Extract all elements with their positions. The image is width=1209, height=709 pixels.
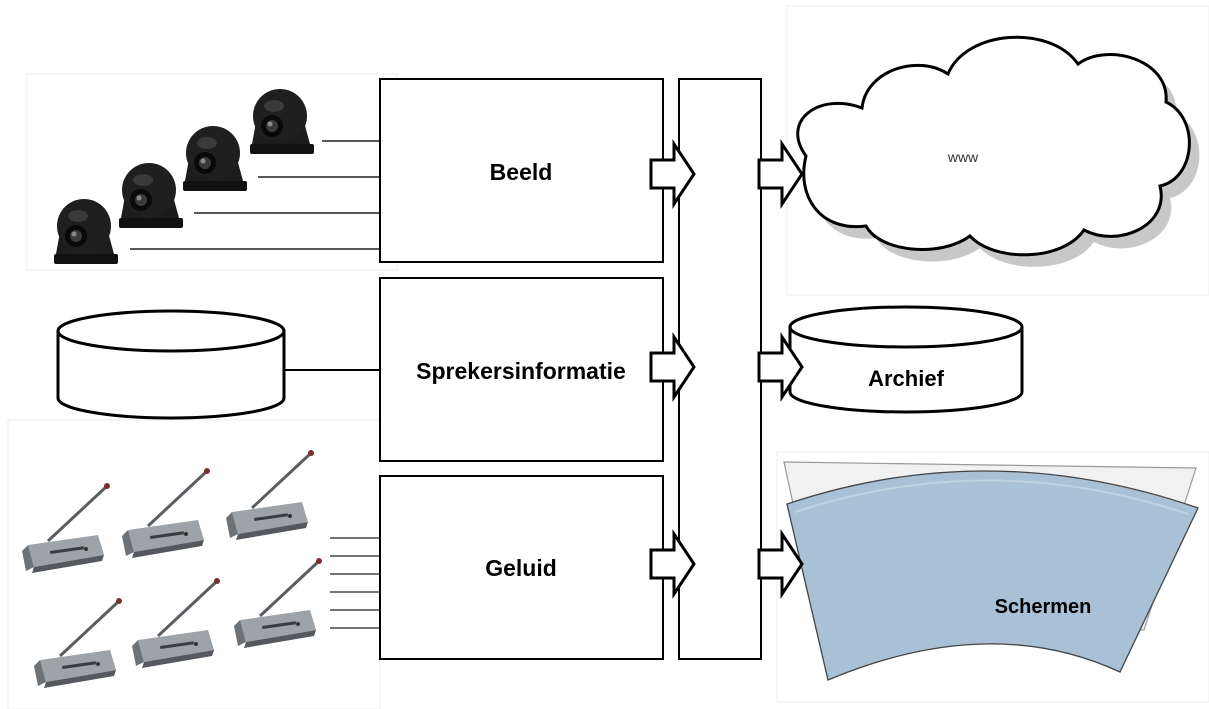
microphone-group: [7, 419, 381, 709]
block-beeld: Beeld: [379, 78, 664, 263]
block-sprekersinformatie: Sprekersinformatie: [379, 277, 664, 462]
database-cylinder-icon: [56, 309, 380, 420]
block-label-beeld: Beeld: [490, 159, 553, 185]
block-label-geluid: Geluid: [485, 555, 557, 581]
block-geluid: Geluid: [379, 475, 664, 660]
camera-group: [26, 73, 398, 271]
block-label-sprekersinformatie: Sprekersinformatie: [416, 358, 626, 384]
archive-cylinder-icon: Archief: [788, 305, 1024, 414]
cloud-label: www: [947, 149, 979, 165]
curved-screen-icon: Schermen: [776, 451, 1209, 703]
archive-label: Archief: [868, 366, 944, 391]
screen-label: Schermen: [995, 596, 1092, 618]
cloud-icon: www: [786, 5, 1209, 296]
